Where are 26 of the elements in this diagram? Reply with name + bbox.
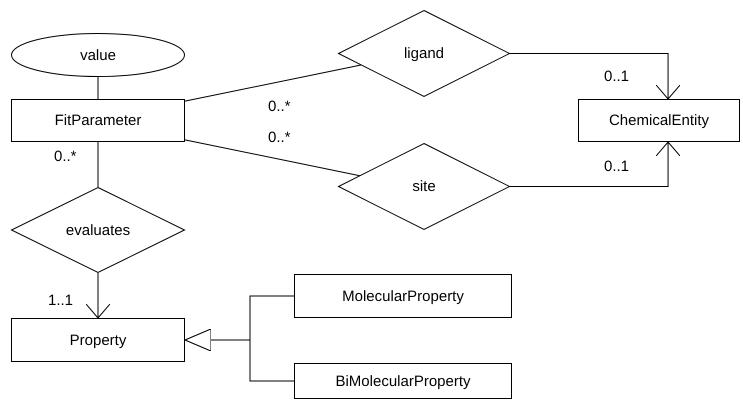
- arrow: [86, 272, 110, 318]
- multiplicity-label: 0..*: [54, 148, 77, 165]
- multiplicity-label: 0..1: [604, 68, 630, 85]
- generalization-arrow: [184, 328, 294, 382]
- entity-name: ChemicalEntity: [608, 112, 710, 129]
- multiplicity-label: 0..*: [268, 129, 291, 146]
- entity-name: BiMolecularProperty: [335, 372, 471, 390]
- entity-box: [294, 363, 512, 399]
- connector-line: [184, 139, 362, 176]
- entity-name: MolecularProperty: [342, 288, 464, 304]
- relationship-name: ligand: [404, 45, 444, 62]
- attribute-name: value: [80, 46, 116, 64]
- entity-box: [11, 318, 185, 362]
- entity-name: FitParameter: [54, 112, 142, 129]
- relationship-name: evaluates: [66, 222, 130, 238]
- multiplicity-label: 0..1: [604, 158, 630, 175]
- relationship-name: site: [412, 178, 436, 195]
- multiplicity-label: 1..1: [48, 292, 74, 309]
- entity-box: [11, 99, 185, 142]
- multiplicity-label: 0..*: [268, 98, 291, 115]
- arrow: [510, 142, 681, 187]
- entity-box: [294, 274, 512, 318]
- entity-name: Property: [70, 332, 126, 348]
- connector-line: [184, 64, 362, 102]
- entity-box: [578, 99, 740, 142]
- arrow: [510, 53, 681, 100]
